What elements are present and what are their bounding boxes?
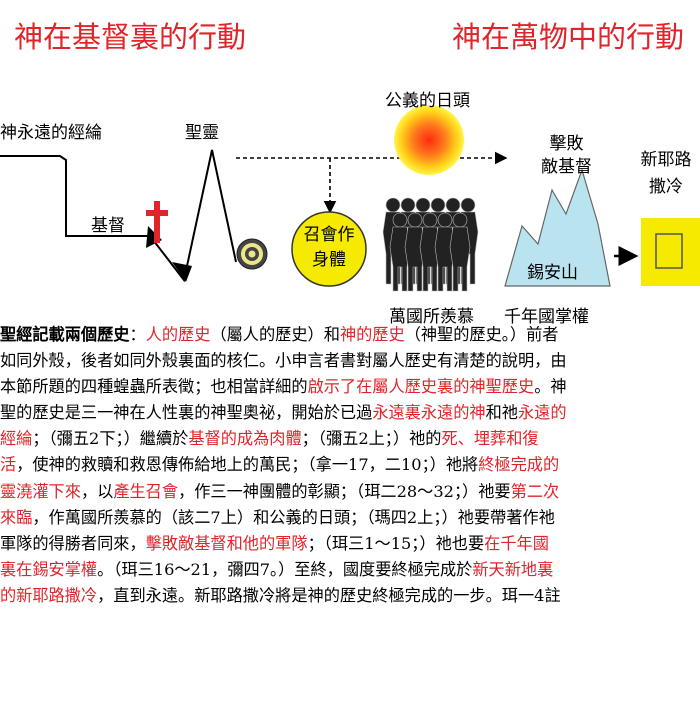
new-jerusalem-box: [641, 218, 700, 286]
highlighted-phrase: 終極完成的: [478, 455, 560, 475]
body-text-segment: 如同外殼，後者如同外殼裏面的核仁。小申言者書對屬人歷史有清楚的說明，由: [0, 351, 567, 371]
body-text-segment: ；（彌五2下；）繼續於: [32, 429, 189, 449]
line-arrowhead-2: [172, 262, 192, 282]
body-line: 來臨，作萬國所羨慕的（該二7上）和公義的日頭；（瑪四2上；）祂要帶著作祂: [0, 505, 700, 531]
highlighted-phrase: 擊敗敵基督和他的軍隊: [145, 533, 308, 553]
body-text-segment: ，以: [80, 481, 114, 501]
body-line: 的新耶路撒冷，直到永遠。新耶路撒冷將是神的歷史終極完成的一步。珥一4註: [0, 583, 700, 609]
body-text-segment: 本節所題的四種蝗蟲所表徵；也相當詳細的: [0, 377, 308, 397]
bold-heading: 聖經記載兩個歷史: [0, 325, 130, 344]
highlighted-phrase: 永遠的: [518, 403, 567, 423]
body-text-segment: 。神: [534, 377, 567, 397]
body-line: 軍隊的得勝者同來，擊敗敵基督和他的軍隊；（珥三1～15；）祂也要在千年國: [0, 531, 700, 557]
body-text-segment: ；（彌五2上；）祂的: [301, 429, 442, 449]
body-text-segment: ，作萬國所羨慕的（該二7上）和公義的日頭；（瑪四2上；）祂要帶著作祂: [32, 507, 555, 527]
highlighted-phrase: 死、埋葬和復: [441, 429, 539, 449]
body-text-segment: ；（珥三1～15；）祂也要: [307, 533, 485, 553]
label-zion: 錫安山: [527, 263, 578, 283]
body-line: 活，使神的救贖和救恩傳佈給地上的萬民；（拿一17，二10；）祂將終極完成的: [0, 452, 700, 478]
highlighted-phrase: 永遠裏永遠的神: [372, 403, 486, 423]
highlighted-phrase: 經綸: [0, 429, 33, 449]
label-spirit: 聖靈: [185, 123, 219, 143]
body-line: 裏在錫安掌權。（珥三16～21，彌四7。）至終，國度要終極完成於新天新地裏: [0, 557, 700, 583]
label-new-jerusalem: 新耶路 撒冷: [640, 150, 692, 197]
highlighted-phrase: 第二次: [510, 481, 560, 501]
sun-icon: [394, 105, 464, 175]
history-diagram: [0, 105, 700, 292]
mountain-zion: [504, 168, 611, 287]
highlighted-phrase: 基督的成為肉體: [188, 429, 302, 449]
body-line: 靈澆灌下來，以產生召會，作三一神團體的彰顯；（珥二28～32；）祂要第二次: [0, 479, 700, 505]
highlighted-phrase: 神的歷史: [339, 325, 405, 344]
label-church-body: 召會作 身體: [303, 225, 355, 270]
church-circle: [291, 211, 367, 287]
highlighted-phrase: 產生召會: [113, 481, 179, 501]
body-text-segment: 軍隊的得勝者同來，: [0, 533, 146, 553]
highlighted-phrase: 新天新地裏: [472, 559, 554, 579]
body-line: 聖經記載兩個歷史：人的歷史（屬人的歷史）和神的歷史（神聖的歷史。）前者: [0, 322, 700, 348]
title-god-in-all-things: 神在萬物中的行動: [452, 20, 685, 54]
people-icon: [382, 197, 479, 292]
label-eternal-economy: 神永遠的經綸: [0, 123, 102, 143]
highlighted-phrase: 來臨: [0, 507, 33, 527]
highlighted-phrase: 人的歷史: [145, 325, 211, 344]
highlighted-phrase: 活: [0, 455, 17, 475]
body-text-segment: ，直到永遠。新耶路撒冷將是神的歷史終極完成的一步。珥一4註: [97, 585, 561, 605]
new-jerusalem-inner: [655, 233, 683, 269]
label-defeat-antichrist: 擊敗 敵基督: [541, 134, 592, 177]
body-text-segment: ，使神的救贖和救恩傳佈給地上的萬民；（拿一17，二10；）祂將: [16, 455, 479, 475]
label-nations: 萬國所羨慕: [389, 307, 474, 327]
cross-vertical: [154, 201, 160, 243]
highlighted-phrase: 靈澆灌下來: [0, 481, 81, 501]
body-line: 經綸；（彌五2下；）繼續於基督的成為肉體；（彌五2上；）祂的死、埋葬和復: [0, 426, 700, 452]
highlighted-phrase: 裏在錫安掌權: [0, 559, 98, 579]
highlighted-phrase: 在千年國: [484, 533, 549, 553]
title-god-in-christ: 神在基督裏的行動: [14, 20, 247, 54]
body-text-segment: （屬人的歷史）和: [210, 325, 340, 344]
body-text-segment: （神聖的歷史。）前者: [404, 325, 559, 344]
body-text-segment: ：: [129, 325, 146, 344]
body-text-segment: ，作三一神團體的彰顯；（珥二28～32；）祂要: [178, 481, 511, 501]
body-text-segment: 和祂: [485, 403, 518, 423]
label-sun: 公義的日頭: [385, 91, 470, 111]
highlighted-phrase: 的新耶路撒冷: [0, 585, 98, 605]
body-line: 如同外殼，後者如同外殼裏面的核仁。小申言者書對屬人歷史有清楚的說明，由: [0, 348, 700, 374]
seed-core: [248, 250, 256, 258]
highlighted-phrase: 啟示了在屬人歷史裏的神聖歷史: [307, 377, 535, 397]
body-line: 本節所題的四種蝗蟲所表徵；也相當詳細的啟示了在屬人歷史裏的神聖歷史。神: [0, 374, 700, 400]
body-line: 聖的歷史是三一神在人性裏的神聖奧祕，開始於已過永遠裏永遠的神和祂永遠的: [0, 400, 700, 426]
body-paragraph: 聖經記載兩個歷史：人的歷史（屬人的歷史）和神的歷史（神聖的歷史。）前者如同外殼，…: [0, 322, 700, 609]
label-millennium: 千年國掌權: [504, 307, 589, 327]
body-text-segment: 聖的歷史是三一神在人性裏的神聖奧祕，開始於已過: [0, 403, 373, 423]
history-line: [0, 149, 237, 283]
cross-horizontal: [146, 210, 168, 216]
label-christ: 基督: [91, 216, 125, 236]
body-text-segment: 。（珥三16～21，彌四7。）至終，國度要終極完成於: [97, 559, 473, 579]
